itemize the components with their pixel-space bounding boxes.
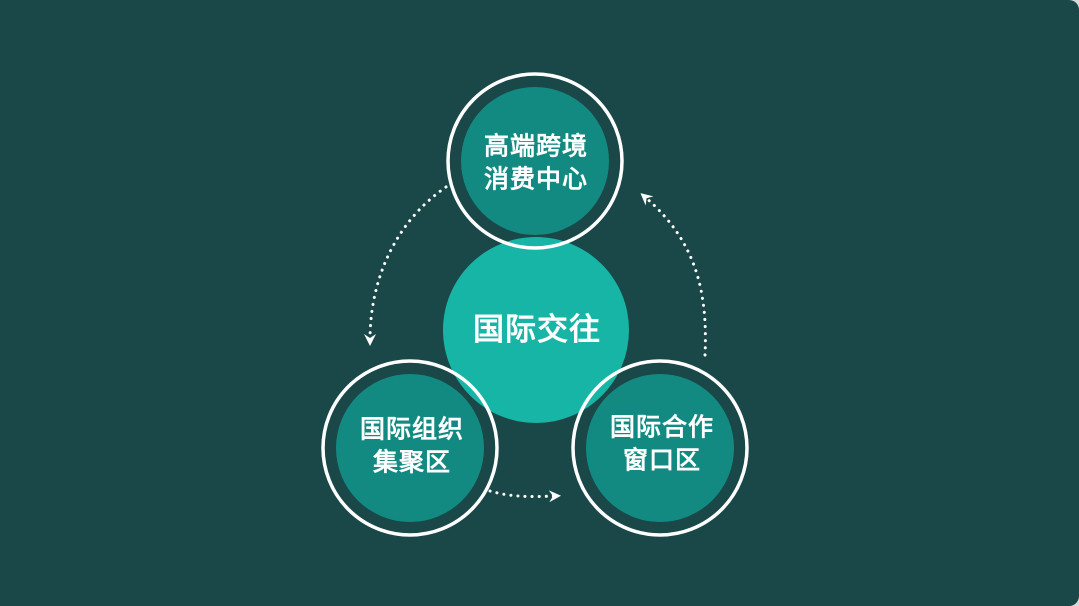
node-bottom-right — [571, 359, 749, 537]
center-circle — [443, 237, 629, 423]
node-bottom-left-label: 国际组织 集聚区 — [360, 414, 464, 479]
arrow-bottom-right-to-top — [640, 193, 707, 357]
node-top-line2: 消费中心 — [483, 164, 589, 193]
node-bottom-left-ring — [321, 359, 499, 537]
node-bottom-right-ring — [571, 359, 749, 537]
node-bottom-right-line1: 国际合作 — [609, 412, 715, 442]
arrow-top-to-bottom-left — [364, 185, 448, 346]
node-top-ring — [446, 72, 624, 250]
node-bottom-right-line2: 窗口区 — [622, 445, 702, 474]
node-bottom-left — [321, 359, 499, 537]
node-top-label: 高端跨境 消费中心 — [484, 131, 588, 196]
arrow-bottom-left-to-bottom-right — [488, 489, 561, 503]
node-bottom-left-fill — [336, 374, 484, 522]
node-bottom-left-line1: 国际组织 — [359, 414, 465, 444]
node-top — [461, 87, 609, 235]
node-bottom-right-fill — [586, 374, 734, 522]
node-bottom-left-line2: 集聚区 — [372, 447, 452, 476]
node-top-fill — [461, 87, 609, 235]
node-top-line1: 高端跨境 — [483, 131, 589, 161]
center-label: 国际交往 — [473, 311, 601, 348]
node-bottom-right-label: 国际合作 窗口区 — [610, 412, 714, 477]
